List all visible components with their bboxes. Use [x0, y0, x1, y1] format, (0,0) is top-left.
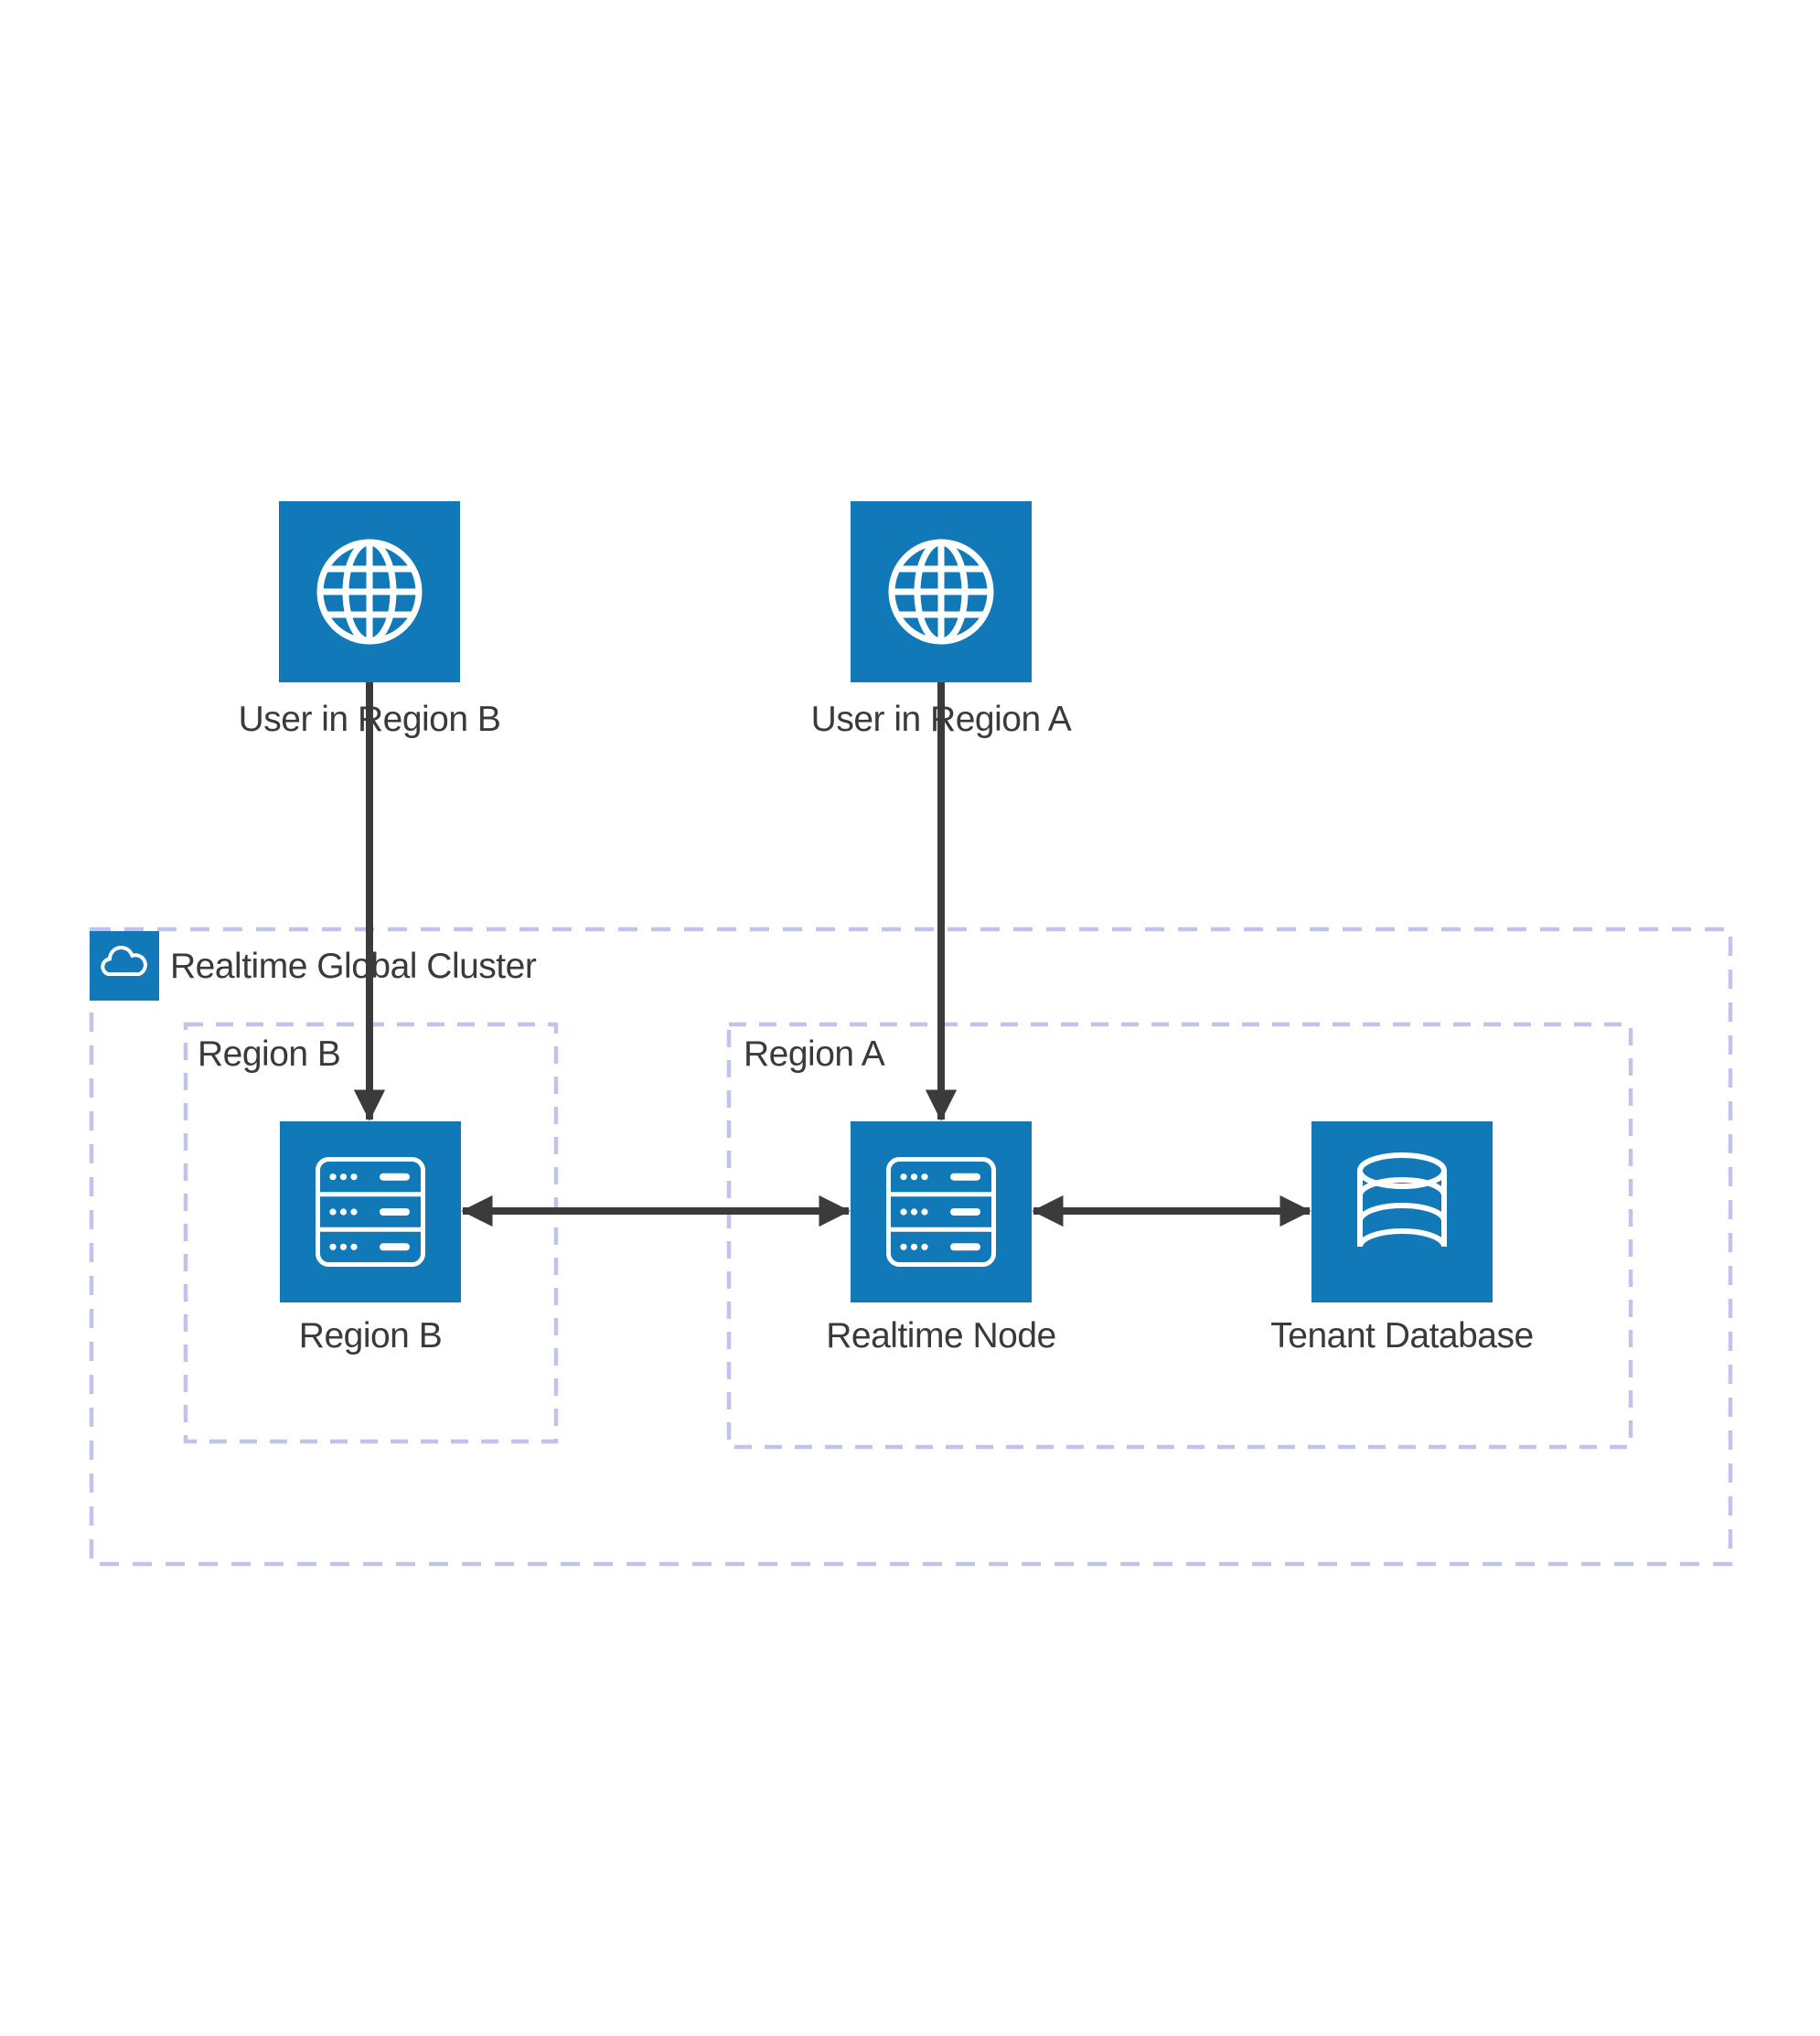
cluster-badge	[90, 931, 159, 1001]
node-label-user-region-b: User in Region B	[238, 700, 501, 739]
node-label-region-b-server: Region B	[298, 1316, 443, 1356]
region-a-title: Region A	[744, 1034, 885, 1074]
node-user-region-a	[851, 501, 1032, 682]
cloud-icon	[101, 946, 147, 976]
node-label-user-region-a: User in Region A	[810, 700, 1072, 739]
node-tenant-database	[1311, 1121, 1493, 1302]
globe-icon	[888, 539, 994, 645]
node-user-region-b	[279, 501, 460, 682]
region-b-title: Region B	[198, 1034, 341, 1074]
cluster-boundary	[89, 927, 1733, 1567]
server-icon	[316, 1157, 425, 1267]
server-icon	[886, 1157, 996, 1267]
node-label-tenant-database: Tenant Database	[1270, 1316, 1534, 1356]
cluster-title: Realtime Global Cluster	[170, 947, 537, 986]
node-region-b-server	[280, 1121, 461, 1302]
node-realtime-node	[851, 1121, 1032, 1302]
globe-icon	[316, 539, 423, 645]
database-icon	[1357, 1152, 1447, 1248]
node-label-realtime-node: Realtime Node	[826, 1316, 1056, 1356]
